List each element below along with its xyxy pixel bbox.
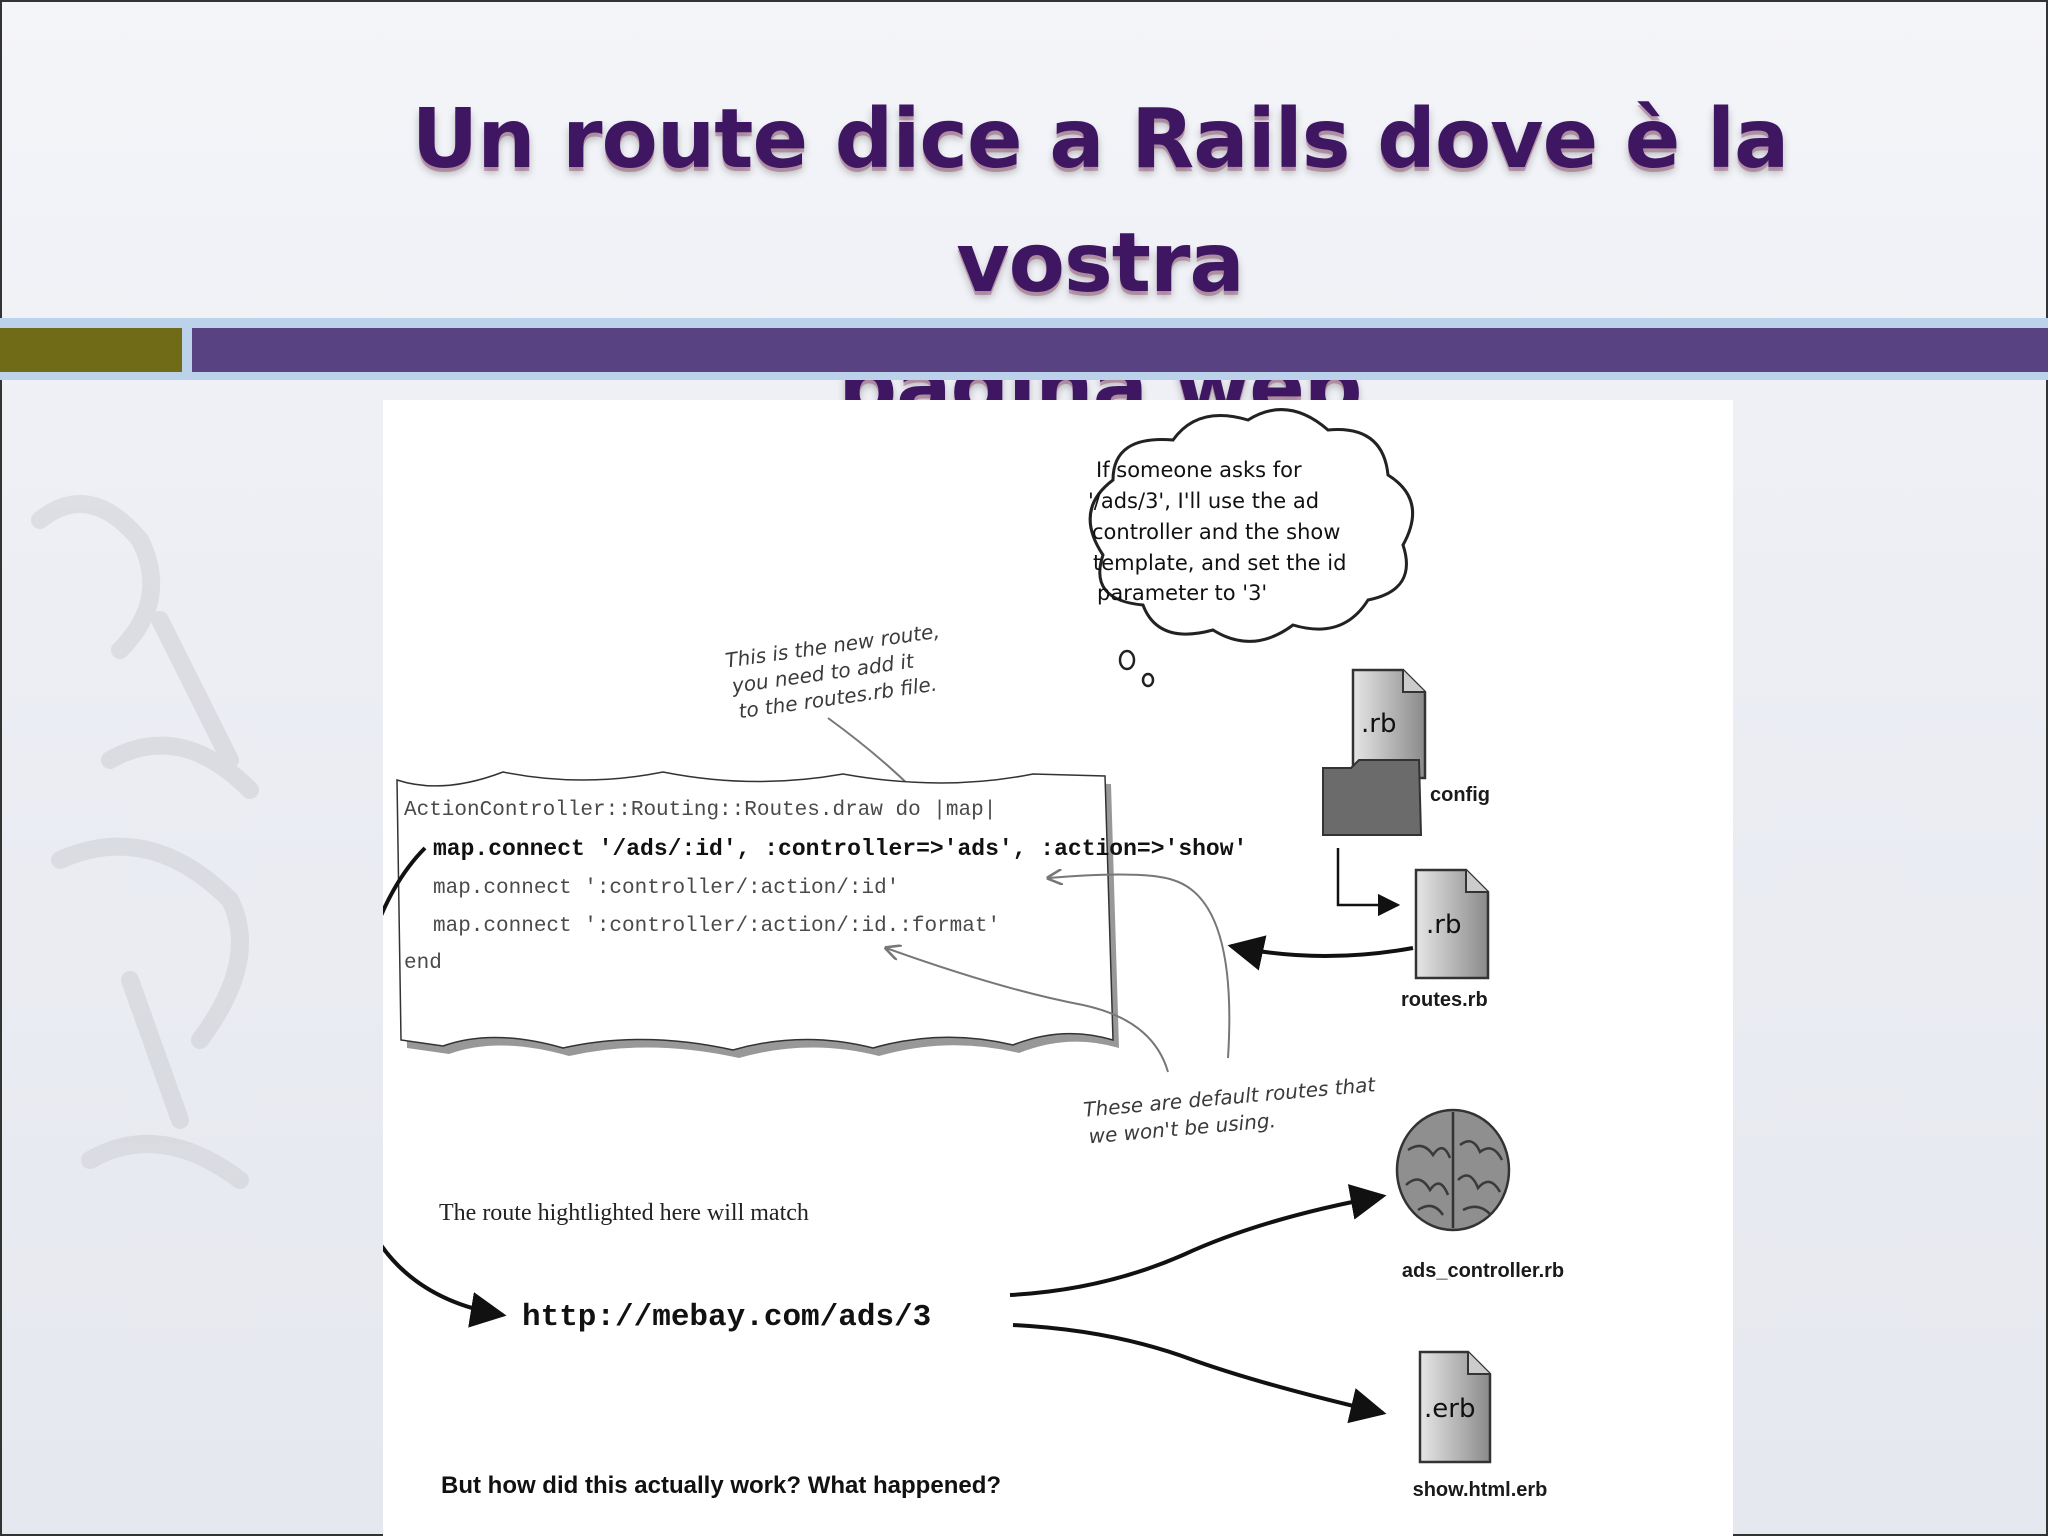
code-line-3: map.connect ':controller/:action/:id'	[433, 877, 899, 900]
erb-file-icon-label: .erb	[1424, 1394, 1475, 1424]
thought-line-1: If someone asks for	[1096, 458, 1302, 482]
thought-line-5: parameter to '3'	[1097, 581, 1267, 605]
closing-question: But how did this actually work? What hap…	[441, 1472, 1001, 1499]
slide-title: Un route dice a Rails dove è la vostra p…	[300, 78, 1900, 450]
thought-line-4: template, and set the id	[1093, 551, 1346, 575]
config-label: config	[1430, 784, 1490, 806]
code-line-2-highlighted-route: map.connect '/ads/:id', :controller=>'ad…	[433, 836, 1247, 862]
folder-to-routes-connector	[1338, 848, 1398, 905]
note-new-route: This is the new route, you need to add i…	[724, 619, 949, 724]
title-line-1: Un route dice a Rails dove è la vostra	[412, 92, 1789, 311]
brain-icon	[1397, 1110, 1509, 1230]
routing-diagram: If someone asks for '/ads/3', I'll use t…	[383, 400, 1733, 1536]
routes-file-icon-label: .rb	[1426, 910, 1461, 940]
diagram-panel: If someone asks for '/ads/3', I'll use t…	[383, 400, 1733, 1536]
code-line-1: ActionController::Routing::Routes.draw d…	[404, 799, 996, 822]
divider-accent-purple	[192, 328, 2048, 372]
template-file-label: show.html.erb	[1413, 1479, 1548, 1501]
url-to-template-arrow	[1013, 1325, 1383, 1413]
url-to-controller-arrow	[1010, 1196, 1383, 1295]
thought-line-2: '/ads/3', I'll use the ad	[1088, 489, 1319, 513]
routes-file-label: routes.rb	[1401, 989, 1488, 1011]
thought-cloud-icon	[1090, 410, 1412, 686]
code-line-5: end	[404, 952, 442, 975]
url-text: http://mebay.com/ads/3	[522, 1300, 931, 1335]
note-default-routes: These are default routes that we won't b…	[1082, 1072, 1379, 1148]
thought-line-3: controller and the show	[1092, 520, 1340, 544]
match-caption: The route hightlighted here will match	[439, 1200, 809, 1226]
routes-to-code-arrow	[1231, 946, 1413, 956]
code-line-4: map.connect ':controller/:action/:id.:fo…	[433, 915, 1000, 938]
divider-accent-olive	[0, 328, 182, 372]
rb-file-icon-label: .rb	[1361, 709, 1396, 739]
controller-file-label: ads_controller.rb	[1402, 1260, 1564, 1282]
folder-icon	[1323, 760, 1421, 835]
